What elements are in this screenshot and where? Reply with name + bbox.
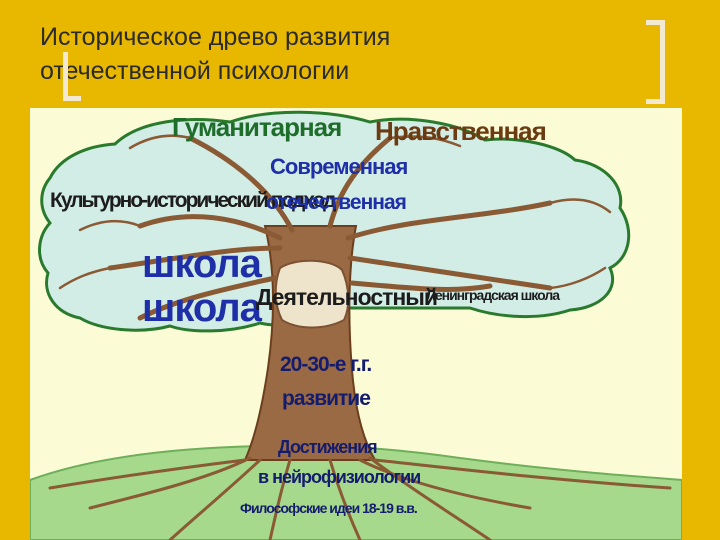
label-leningrad-school: Ленинградская школа <box>426 287 560 303</box>
label-cultural-historical: Культурно-исторический подход <box>50 189 336 212</box>
bracket-right-top <box>646 20 665 25</box>
bracket-right-bottom <box>646 99 665 104</box>
bracket-left-foot <box>63 96 81 101</box>
label-moral: Нравственная <box>375 116 547 146</box>
label-modern: Современная <box>270 154 408 179</box>
label-school-1: школа <box>142 242 262 286</box>
label-neuro-line-1: Достижения <box>278 437 378 457</box>
label-activity: Деятельностный <box>256 284 438 310</box>
bracket-right-vertical <box>660 20 665 104</box>
slide-title: Историческое древо развития отечественно… <box>40 20 640 88</box>
tree-branches <box>107 135 553 321</box>
label-years-line-2: развитие <box>282 387 371 410</box>
tree-roots <box>48 456 672 540</box>
label-domestic: отечественная <box>266 191 407 214</box>
tree-twigs <box>58 134 612 290</box>
trunk-panel <box>274 259 350 329</box>
title-line-1: Историческое древо развития <box>40 23 391 51</box>
bracket-left-vertical <box>63 52 68 100</box>
label-humanitarian: Гуманитарная <box>172 112 342 142</box>
label-philosophy: Философские идеи 18-19 в.в. <box>240 500 418 516</box>
label-neuro-line-2: в нейрофизиологии <box>258 467 421 487</box>
tree-diagram: Гуманитарная Нравственная Современная Ку… <box>30 108 682 540</box>
label-school-2: школа <box>142 286 262 330</box>
label-years-line-1: 20-30-е г.г. <box>280 353 372 376</box>
tree-drawing <box>30 110 682 540</box>
title-line-2: отечественной психологии <box>40 57 350 85</box>
